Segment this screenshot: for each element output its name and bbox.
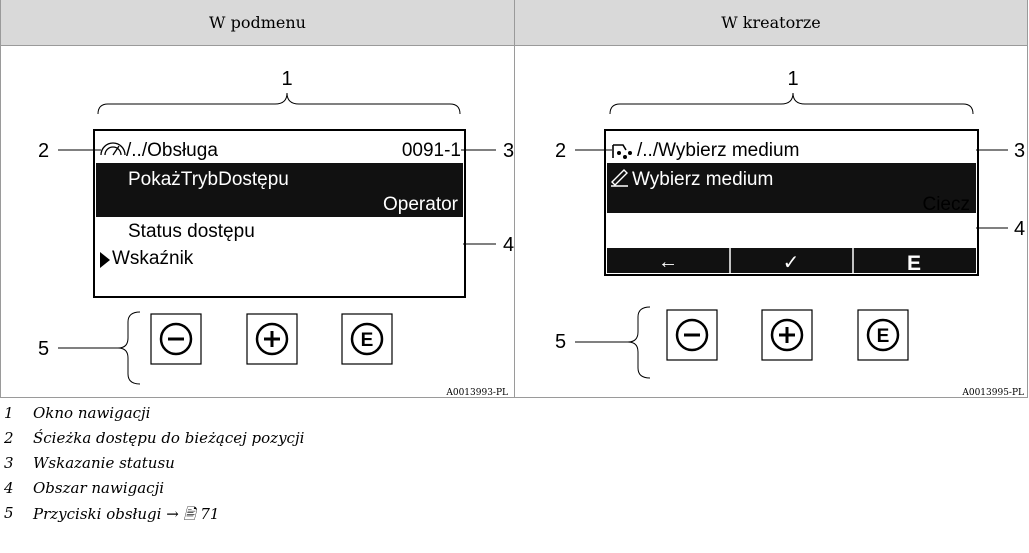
path-right: /../Wybierz medium bbox=[637, 140, 799, 161]
softkey-enter[interactable]: E bbox=[907, 252, 921, 275]
minus-icon bbox=[159, 322, 193, 356]
header-left: W podmenu bbox=[1, 0, 514, 46]
legend-num: 3 bbox=[4, 454, 14, 472]
legend-text: Okno nawigacji bbox=[33, 404, 151, 422]
brace-1-left bbox=[97, 92, 461, 115]
callout-4-right: 4 bbox=[1014, 218, 1025, 240]
minus-key[interactable] bbox=[150, 313, 202, 365]
plus-icon bbox=[770, 318, 804, 352]
legend-text: Obszar nawigacji bbox=[33, 479, 165, 497]
status-left: 0091-1 bbox=[402, 140, 461, 161]
legend-text: Wskazanie statusu bbox=[33, 454, 175, 472]
legend-num: 5 bbox=[4, 504, 14, 522]
legend-num: 2 bbox=[4, 429, 14, 447]
row2-left[interactable]: Status dostępu bbox=[128, 221, 255, 242]
path-left: /../Obsługa bbox=[126, 140, 218, 161]
minus-icon bbox=[675, 318, 709, 352]
callout-5-left: 5 bbox=[38, 338, 49, 360]
legend-text[interactable]: Przyciski obsługi → 🖹 71 bbox=[33, 505, 220, 523]
callout-3-right: 3 bbox=[1014, 140, 1025, 162]
wizard-icon bbox=[612, 144, 632, 160]
enter-key[interactable]: E bbox=[341, 313, 393, 365]
legend-text: Ścieżka dostępu do bieżącej pozycji bbox=[33, 429, 305, 447]
callout-2-left: 2 bbox=[38, 140, 49, 162]
diagram-canvas: 1 /../Obsługa 0091-1 PokażTrybDostępu Op… bbox=[38, 68, 1025, 398]
panel-divider bbox=[514, 0, 515, 397]
gauge-icon bbox=[100, 142, 126, 156]
row1-right[interactable]: Wybierz medium bbox=[632, 169, 773, 190]
enter-key-label: E bbox=[361, 330, 374, 351]
figure-code-right: A0013995-PL bbox=[961, 388, 1024, 398]
softkey-confirm[interactable]: ✓ bbox=[783, 252, 800, 274]
callout-1-right: 1 bbox=[787, 68, 798, 90]
highlight-left bbox=[96, 163, 463, 217]
legend-num: 4 bbox=[4, 479, 14, 497]
legend-num: 1 bbox=[4, 404, 14, 422]
softkey-bar bbox=[607, 248, 976, 273]
enter-key-right[interactable]: E bbox=[857, 309, 909, 361]
softkey-back[interactable]: ← bbox=[658, 251, 678, 273]
row1-value-right: Ciecz bbox=[922, 194, 970, 215]
highlight-right bbox=[607, 163, 976, 213]
row1-value-left: Operator bbox=[383, 194, 459, 215]
brace-5-left bbox=[117, 311, 141, 385]
header-right: W kreatorze bbox=[515, 0, 1027, 46]
enter-icon bbox=[350, 322, 384, 356]
enter-icon bbox=[866, 318, 900, 352]
plus-icon bbox=[255, 322, 289, 356]
brace-1-right bbox=[609, 92, 974, 115]
row1-left[interactable]: PokażTrybDostępu bbox=[128, 169, 289, 190]
cursor-arrow-icon bbox=[100, 252, 110, 268]
row3-left[interactable]: Wskaźnik bbox=[112, 248, 194, 269]
pencil-icon bbox=[611, 169, 628, 187]
plus-key-right[interactable] bbox=[761, 309, 813, 361]
brace-5-right bbox=[627, 306, 651, 379]
callout-4-left: 4 bbox=[503, 234, 514, 256]
callout-3-left: 3 bbox=[503, 140, 514, 162]
figure-code-left: A0013993-PL bbox=[445, 388, 508, 398]
callout-1-left: 1 bbox=[281, 68, 292, 90]
plus-key[interactable] bbox=[246, 313, 298, 365]
callout-5-right: 5 bbox=[555, 331, 566, 353]
enter-key-label-right: E bbox=[877, 326, 890, 347]
minus-key-right[interactable] bbox=[666, 309, 718, 361]
callout-2-right: 2 bbox=[555, 140, 566, 162]
